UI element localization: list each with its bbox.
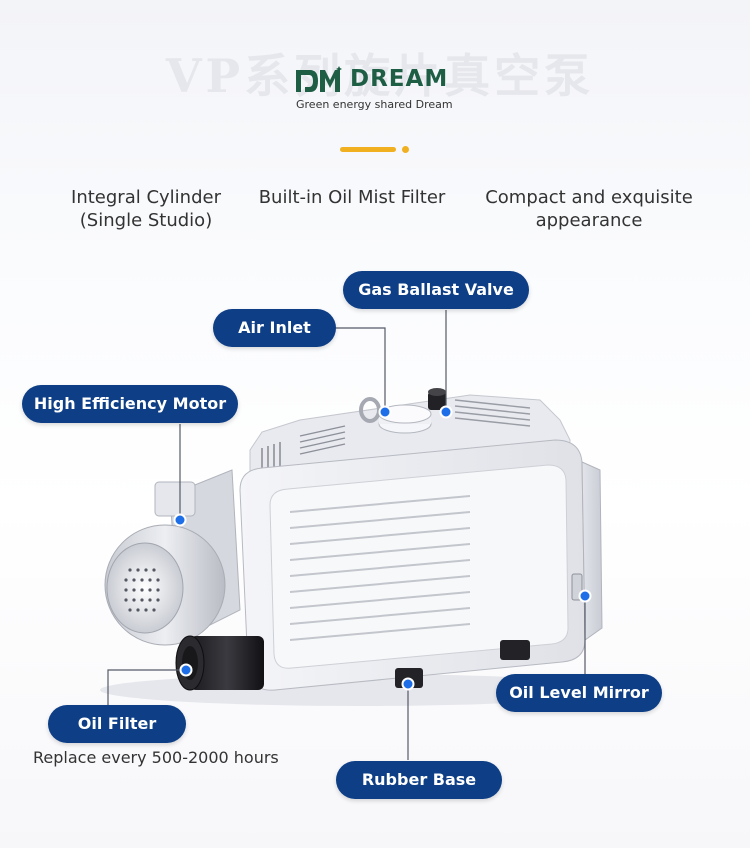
callout-rubber-base: Rubber Base	[336, 761, 502, 799]
feature-line: appearance	[535, 210, 643, 231]
feature-line: Built-in Oil Mist Filter	[258, 187, 446, 208]
accent-dot	[402, 146, 409, 153]
brand-tagline: Green energy shared Dream	[296, 98, 453, 111]
dm-logo-icon	[296, 66, 342, 92]
accent-divider	[340, 147, 396, 152]
background-watermark: VP系列旋片真空泵	[165, 49, 595, 103]
brand-logo: DREAM Green energy shared Dream	[296, 64, 466, 116]
feature-line: Compact and exquisite	[485, 187, 693, 208]
callout-oil-filter: Oil Filter	[48, 705, 186, 743]
oil-filter-replacement-note: Replace every 500-2000 hours	[33, 748, 279, 767]
brand-name: DREAM	[350, 66, 449, 92]
feature-line: (Single Studio)	[79, 210, 213, 231]
feature-compact-appearance: Compact and exquisite appearance	[470, 186, 708, 232]
callout-high-efficiency-motor: High Efficiency Motor	[22, 385, 238, 423]
feature-integral-cylinder: Integral Cylinder (Single Studio)	[48, 186, 244, 232]
feature-oil-mist-filter: Built-in Oil Mist Filter	[248, 186, 456, 209]
feature-line: Integral Cylinder	[71, 187, 221, 208]
callout-oil-level-mirror: Oil Level Mirror	[496, 674, 662, 712]
callout-air-inlet: Air Inlet	[213, 309, 336, 347]
callout-gas-ballast-valve: Gas Ballast Valve	[343, 271, 529, 309]
